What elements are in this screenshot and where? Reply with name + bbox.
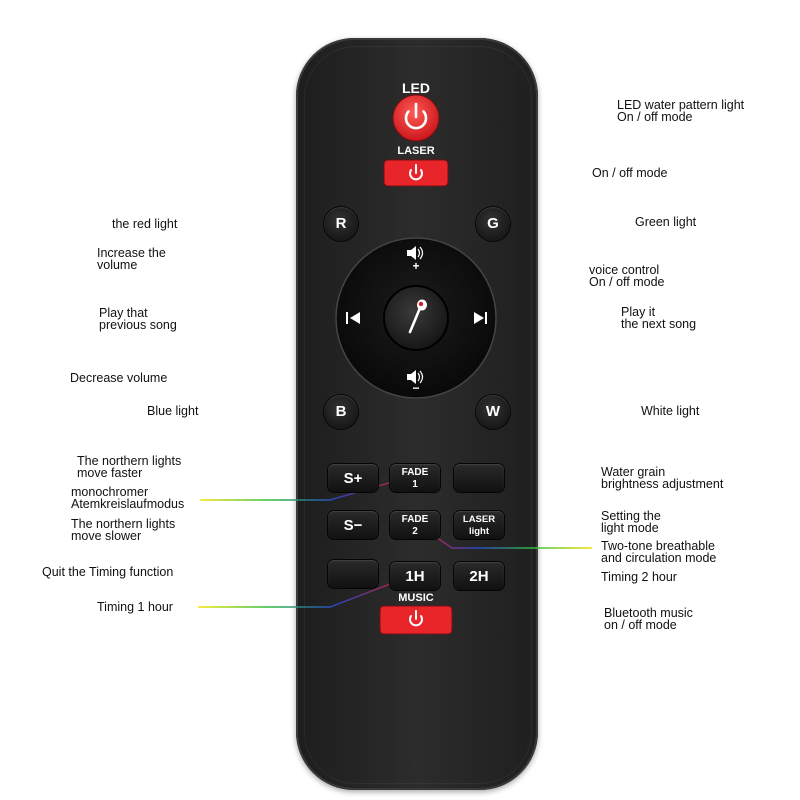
fade1-bottom-label: 1 bbox=[412, 479, 418, 490]
leader-1h bbox=[198, 577, 407, 608]
speaker-icon bbox=[407, 370, 424, 384]
timer-1h-label: 1H bbox=[405, 568, 425, 585]
volume-minus-sign: − bbox=[412, 381, 420, 395]
next-song-button[interactable] bbox=[464, 300, 498, 336]
previous-song-button[interactable] bbox=[336, 300, 370, 336]
led-caption: LED bbox=[402, 80, 430, 96]
red-light-label: R bbox=[335, 215, 347, 232]
timer-cancel-button[interactable] bbox=[328, 560, 378, 588]
speed-down-label: S− bbox=[343, 517, 363, 534]
red-light-button[interactable] bbox=[324, 207, 358, 241]
white-light-button[interactable] bbox=[476, 395, 510, 429]
speaker-icon bbox=[407, 246, 424, 260]
fade1-button[interactable] bbox=[390, 464, 440, 492]
microphone-icon bbox=[408, 299, 427, 334]
power-icon bbox=[409, 610, 423, 627]
timer-2h-label: 2H bbox=[469, 568, 489, 585]
volume-plus-sign: + bbox=[412, 259, 420, 273]
speed-down-button[interactable] bbox=[328, 511, 378, 539]
laser-light-top-label: LASER bbox=[462, 514, 496, 525]
annotation-vol-down: Decrease volume bbox=[70, 371, 168, 385]
green-light-label: G bbox=[487, 215, 499, 232]
fade2-top-label: FADE bbox=[401, 514, 429, 525]
fade2-button[interactable] bbox=[390, 511, 440, 539]
blue-light-button[interactable] bbox=[324, 395, 358, 429]
leader-mono bbox=[200, 477, 407, 501]
brightness-button[interactable] bbox=[454, 464, 504, 492]
annotation-white: White light bbox=[641, 404, 700, 418]
leader-two-tone bbox=[419, 525, 592, 549]
blue-light-label: B bbox=[335, 403, 347, 420]
annotation-laser: On / off mode bbox=[592, 166, 668, 180]
annotation-blue: Blue light bbox=[147, 404, 199, 418]
green-light-button[interactable] bbox=[476, 207, 510, 241]
fade2-bottom-label: 2 bbox=[412, 526, 418, 537]
power-icon bbox=[409, 164, 423, 181]
white-light-label: W bbox=[485, 403, 501, 420]
timer-2h-button[interactable] bbox=[454, 562, 504, 590]
annotation-quit-timing: Quit the Timing function bbox=[42, 565, 174, 579]
remote-body-edge bbox=[304, 46, 532, 784]
annotation-red: the red light bbox=[112, 217, 178, 231]
power-icon bbox=[404, 102, 428, 130]
skip-previous-icon bbox=[346, 312, 360, 324]
annotation-timing-2h: Timing 2 hour bbox=[601, 570, 677, 584]
music-caption: MUSIC bbox=[398, 592, 434, 604]
laser-caption: LASER bbox=[397, 145, 435, 157]
annotation-timing-1h: Timing 1 hour bbox=[97, 600, 173, 614]
skip-next-icon bbox=[474, 312, 487, 324]
fade1-top-label: FADE bbox=[401, 467, 429, 478]
laser-light-bottom-label: light bbox=[468, 526, 490, 537]
annotation-green: Green light bbox=[635, 215, 697, 229]
timer-1h-button[interactable] bbox=[390, 562, 440, 590]
speed-up-button[interactable] bbox=[328, 464, 378, 492]
laser-light-button[interactable] bbox=[454, 511, 504, 539]
speed-up-label: S+ bbox=[343, 470, 363, 487]
